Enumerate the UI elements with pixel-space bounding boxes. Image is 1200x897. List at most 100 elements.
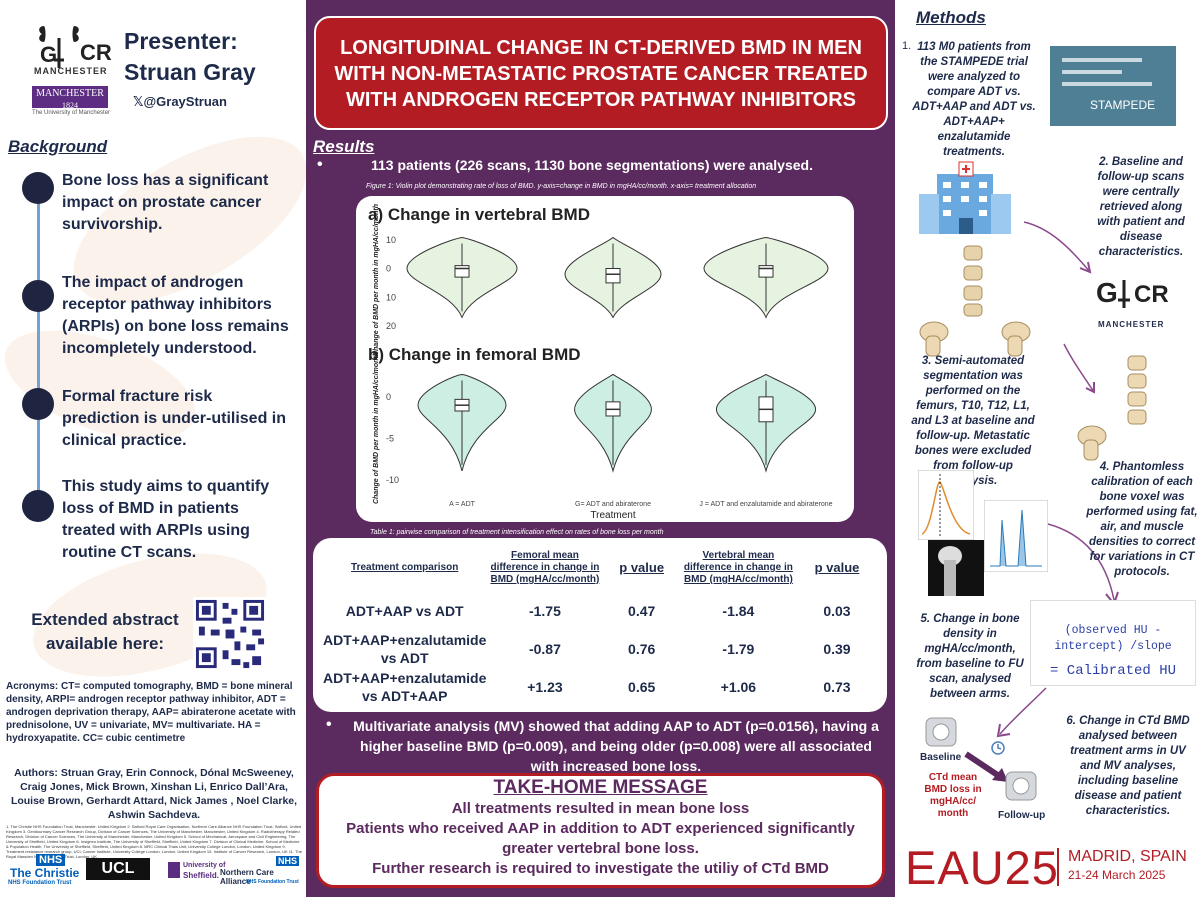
- calibration-formula: (observed HU - intercept) /slope = Calib…: [1030, 600, 1196, 686]
- x-axis-label: Treatment: [590, 510, 635, 521]
- x-tick-label: A = ADT: [449, 501, 476, 508]
- y-tick-label: 20: [386, 321, 396, 331]
- table-header: Treatment comparison: [351, 562, 459, 573]
- acronyms: Acronyms: CT= computed tomography, BMD =…: [6, 681, 296, 744]
- presenter-handle[interactable]: 𝕏@GrayStruan: [133, 94, 227, 110]
- takehome-card: TAKE-HOME MESSAGE All treatments resulte…: [316, 773, 885, 888]
- timeline-dot: [22, 172, 54, 204]
- methods-step-5: 5. Change in bone density in mgHA/cc/mon…: [916, 613, 1024, 700]
- chart-title: b) Change in femoral BMD: [368, 345, 581, 364]
- ucl-logo: UCL: [86, 858, 150, 880]
- takehome-heading: TAKE-HOME MESSAGE: [493, 777, 708, 798]
- arrow-icon: [1063, 343, 1095, 394]
- chart-title: a) Change in vertebral BMD: [368, 205, 590, 224]
- box-iqr: [758, 265, 774, 278]
- hospital-icon: [919, 161, 1011, 234]
- table-header: p value: [814, 560, 860, 575]
- x-tick-label: G= ADT and abiraterone: [575, 501, 651, 508]
- background-point-1: Bone loss has a significant impact on pr…: [62, 172, 269, 233]
- histogram-icon: [984, 500, 1048, 572]
- background-point-4: This study aims to quantify loss of BMD …: [62, 478, 270, 561]
- table-header: Femoral mean difference in change in BMD…: [490, 550, 600, 585]
- table-cell: 0.73: [823, 679, 851, 695]
- timeline-dot: [22, 280, 54, 312]
- clock-icon: [991, 741, 1005, 755]
- table-header-row: Treatment comparison Femoral mean differ…: [323, 540, 877, 592]
- arrow-icon: [996, 687, 1047, 738]
- sheffield-line1: University of: [183, 862, 226, 869]
- svg-text:G: G: [40, 42, 57, 67]
- qr-code[interactable]: [193, 597, 267, 671]
- y-tick-label: 0: [386, 264, 391, 274]
- table-row: ADT+AAP+enzalutamide vs ADT -0.87 0.76 -…: [323, 630, 877, 668]
- stampede-logo: STAMPEDE: [1050, 46, 1176, 126]
- box-iqr: [605, 268, 621, 284]
- sheffield-crest-icon: [168, 862, 180, 878]
- y-tick-label: 10: [386, 235, 396, 245]
- nhs-logo: NHS: [36, 854, 66, 866]
- table-row: ADT+AAP vs ADT -1.75 0.47 -1.84 0.03: [323, 592, 877, 630]
- gcr-letters: CR: [80, 40, 112, 65]
- gcr-logo-methods: G CR: [1096, 277, 1169, 308]
- femur-icon: [1077, 425, 1107, 461]
- histogram-icon: [918, 470, 974, 540]
- table-cell: 0.65: [628, 679, 656, 695]
- table-cell: 0.76: [628, 641, 656, 657]
- nca-subtitle: NHS Foundation Trust: [246, 879, 299, 885]
- methods-step-6: 6. Change in CTd BMD analysed between tr…: [1066, 715, 1190, 817]
- methods-step-4: 4. Phantomless calibration of each bone …: [1086, 461, 1198, 578]
- university-subtitle: The University of Manchester: [32, 110, 111, 116]
- table-header: Vertebral mean difference in change in B…: [683, 550, 793, 585]
- baseline-label: Baseline: [920, 752, 962, 763]
- eau-logo: EAU25: [905, 841, 1059, 894]
- eau-city: MADRID, SPAIN: [1068, 848, 1187, 865]
- formula-line2: = Calibrated HU: [1049, 663, 1177, 679]
- takehome-line: All treatments resulted in mean bone los…: [451, 800, 750, 817]
- table-cell: -1.79: [722, 641, 755, 657]
- presenter-title: Presenter: Struan Gray: [124, 26, 274, 88]
- y-tick-label: -5: [386, 433, 394, 443]
- table-header: p value: [619, 560, 665, 575]
- university-logo: MANCHESTER 1824: [32, 86, 108, 110]
- poster-title-text: LONGITUDINAL CHANGE IN CT-DERIVED BMD IN…: [334, 37, 868, 111]
- box-iqr: [454, 265, 470, 278]
- multivariate-text: Multivariate analysis (MV) showed that a…: [353, 718, 879, 774]
- table-cell: ADT+AAP+enzalutamide vs ADT+AAP: [323, 670, 487, 704]
- y-tick-label: 0: [386, 392, 391, 402]
- table-cell: +1.06: [720, 679, 757, 695]
- background-point-2: The impact of androgen receptor pathway …: [62, 274, 289, 357]
- gcr-methods-text: MANCHESTER: [1098, 320, 1165, 329]
- table-cell: -1.84: [722, 603, 755, 619]
- y-tick-label: -10: [386, 475, 399, 485]
- table-cell: 0.03: [823, 603, 851, 619]
- followup-label: Follow-up: [998, 810, 1046, 821]
- comparison-table: Treatment comparison Femoral mean differ…: [323, 540, 877, 706]
- comparison-table-card: Treatment comparison Femoral mean differ…: [313, 538, 887, 712]
- timeline-line: [37, 200, 40, 510]
- results-bullet: 113 patients (226 scans, 1130 bone segme…: [371, 157, 813, 173]
- methods-step-2: 2. Baseline and follow-up scans were cen…: [1097, 156, 1185, 258]
- arrow-icon: [1023, 221, 1092, 274]
- ct-scanner-icon: [925, 717, 957, 747]
- x-tick-label: J = ADT and enzalutamide and abiraterone: [699, 501, 832, 508]
- formula-line1: (observed HU - intercept) /slope: [1054, 624, 1172, 653]
- table-cell: +1.23: [527, 679, 563, 695]
- methods-step-1: 113 M0 patients from the STAMPEDE trial …: [912, 41, 1036, 158]
- table-cell: ADT+AAP+enzalutamide vs ADT: [323, 632, 487, 666]
- eau-divider: [1057, 848, 1059, 886]
- violin-chart: a) Change in vertebral BMD1001020Change …: [368, 204, 833, 521]
- timeline-dot: [22, 388, 54, 420]
- figure-caption: Figure 1: Violin plot demonstrating rate…: [366, 183, 757, 190]
- ct-scanner-icon: [1005, 771, 1037, 801]
- table-caption: Table 1: pairwise comparison of treatmen…: [370, 529, 664, 536]
- results-heading: Results: [313, 137, 375, 156]
- left-panel: G CR MANCHESTER MANCHESTER 1824 The Univ…: [0, 0, 333, 897]
- authors: Authors: Struan Gray, Erin Connock, Dóna…: [10, 767, 298, 821]
- femur-icon: [919, 321, 1031, 357]
- takehome-line: Further research is required to investig…: [372, 860, 829, 877]
- arrow-icon: [964, 751, 1008, 782]
- svg-text:G: G: [1096, 277, 1118, 308]
- table-cell: 0.39: [823, 641, 851, 657]
- nhs-logo-2: NHS: [276, 856, 300, 866]
